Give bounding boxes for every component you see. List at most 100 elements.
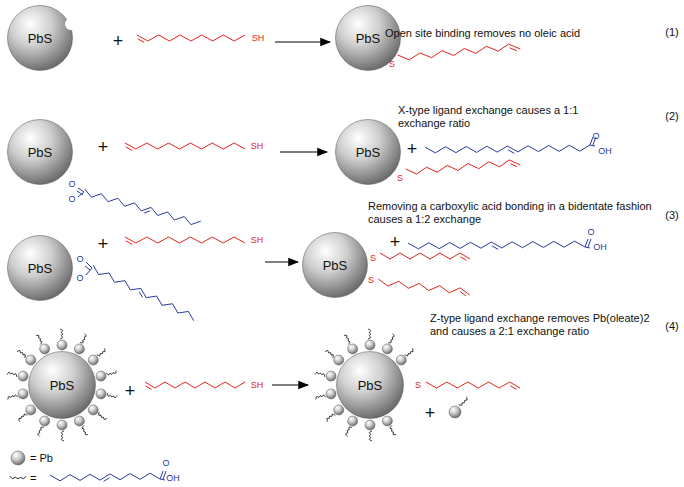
pb-atom <box>96 389 106 399</box>
oleate-squiggle <box>97 349 105 356</box>
alkyl-chain <box>85 189 201 224</box>
bond <box>85 266 90 270</box>
oleate-squiggle <box>369 431 372 441</box>
oleate-squiggle <box>388 334 394 343</box>
chem-label: O <box>76 273 83 284</box>
caption-note: X-type ligand exchange causes a 1:1 exch… <box>398 104 598 130</box>
chem-label: OH <box>166 473 180 484</box>
pb-atom <box>88 405 98 415</box>
nanocrystal-sphere: PbS <box>7 5 73 71</box>
oleate-squiggle <box>60 329 63 339</box>
chem-label: + <box>390 232 401 254</box>
chem-label: + <box>125 381 136 403</box>
node-text: PbS <box>323 258 348 273</box>
pb-atom <box>326 371 336 381</box>
alkyl-chain <box>137 35 245 42</box>
double-bond <box>510 386 516 390</box>
chain-line <box>408 241 585 249</box>
nanocrystal-sphere: PbS <box>302 232 368 298</box>
nanocrystal-sphere: PbS <box>336 351 404 419</box>
pb-atom <box>57 420 67 430</box>
chain-line <box>426 382 520 388</box>
oleate-squiggle <box>315 372 325 376</box>
pb-atom <box>365 420 375 430</box>
pb-atom <box>11 451 25 465</box>
pb-atom <box>74 344 84 354</box>
chain-line <box>125 237 245 243</box>
chain-line <box>378 279 469 295</box>
pb-atom <box>26 355 36 365</box>
alkyl-chain <box>425 145 590 153</box>
chem-label: O <box>68 179 75 190</box>
alkyl-chain <box>93 265 193 320</box>
chain-line <box>145 382 245 388</box>
caption-note: Open site binding removes no oleic acid <box>385 27 645 40</box>
double-bond <box>510 164 517 167</box>
chain-line <box>406 160 521 174</box>
node-text: PbS <box>28 31 53 46</box>
chem-label: O <box>587 227 594 238</box>
chain-line <box>85 189 201 224</box>
oleate-squiggle <box>19 414 27 421</box>
nanocrystal-sphere: PbS <box>28 351 96 419</box>
chem-label: + <box>98 234 109 256</box>
pb-atom <box>348 344 358 354</box>
chem-label: SH <box>251 235 264 246</box>
bond <box>78 188 84 192</box>
reaction-arrow <box>272 384 308 385</box>
pb-atom <box>348 416 358 426</box>
pb-atom <box>382 416 392 426</box>
alkyl-chain <box>378 279 469 296</box>
chain-line <box>93 265 193 320</box>
chem-label: S <box>370 253 376 264</box>
chem-label: + <box>113 31 124 53</box>
oleate-squiggle <box>344 335 350 344</box>
chem-label: (3) <box>665 209 678 222</box>
sphere-outline <box>336 120 401 185</box>
sphere-outline <box>303 233 368 298</box>
oleate-squiggle <box>405 349 413 356</box>
node-text: PbS <box>356 145 381 160</box>
pb-atom <box>96 371 106 381</box>
alkyl-chain <box>145 382 245 389</box>
node-text: PbS <box>50 378 75 393</box>
chem-label: S <box>415 380 421 391</box>
chain-line <box>125 143 245 149</box>
double-bond <box>510 48 517 51</box>
alkyl-chain <box>125 237 245 244</box>
chem-label: S <box>368 275 374 286</box>
oleate-squiggle <box>61 431 64 441</box>
pb-atom <box>326 389 336 399</box>
pb-atom <box>57 340 67 350</box>
reaction-arrow <box>280 151 327 152</box>
node-text: PbS <box>28 145 53 160</box>
alkyl-chain <box>50 473 160 481</box>
node-text: PbS <box>358 378 383 393</box>
alkyl-chain <box>426 382 520 389</box>
double-bond <box>126 241 133 245</box>
chem-label: SH <box>251 141 264 152</box>
chem-label: OH <box>593 242 607 253</box>
caption-note: Removing a carboxylic acid bonding in a … <box>368 200 653 226</box>
hydroxyl-bond <box>160 479 165 480</box>
carbonyl-bond <box>163 471 166 479</box>
oleate-squiggle <box>459 397 468 406</box>
caption-note: Z-type ligand exchange removes Pb(oleate… <box>430 312 660 338</box>
chem-label: + <box>407 139 418 161</box>
legend-text: = <box>30 471 36 485</box>
pb-atom <box>26 405 36 415</box>
chem-label: O <box>68 194 75 205</box>
legend-samples <box>10 451 26 479</box>
nanocrystal-sphere: PbS <box>7 235 73 301</box>
pb-atom <box>88 355 98 365</box>
oleate-squiggle <box>107 393 117 397</box>
chem-label: SH <box>251 380 264 391</box>
surface-pb-oleate <box>315 329 413 441</box>
sphere-outline <box>29 352 96 419</box>
oleate-squiggle <box>346 427 352 436</box>
nanocrystal-sphere: PbS <box>335 119 401 185</box>
double-bond <box>460 257 466 261</box>
reaction-arrow <box>275 41 330 42</box>
double-bond <box>138 39 144 43</box>
